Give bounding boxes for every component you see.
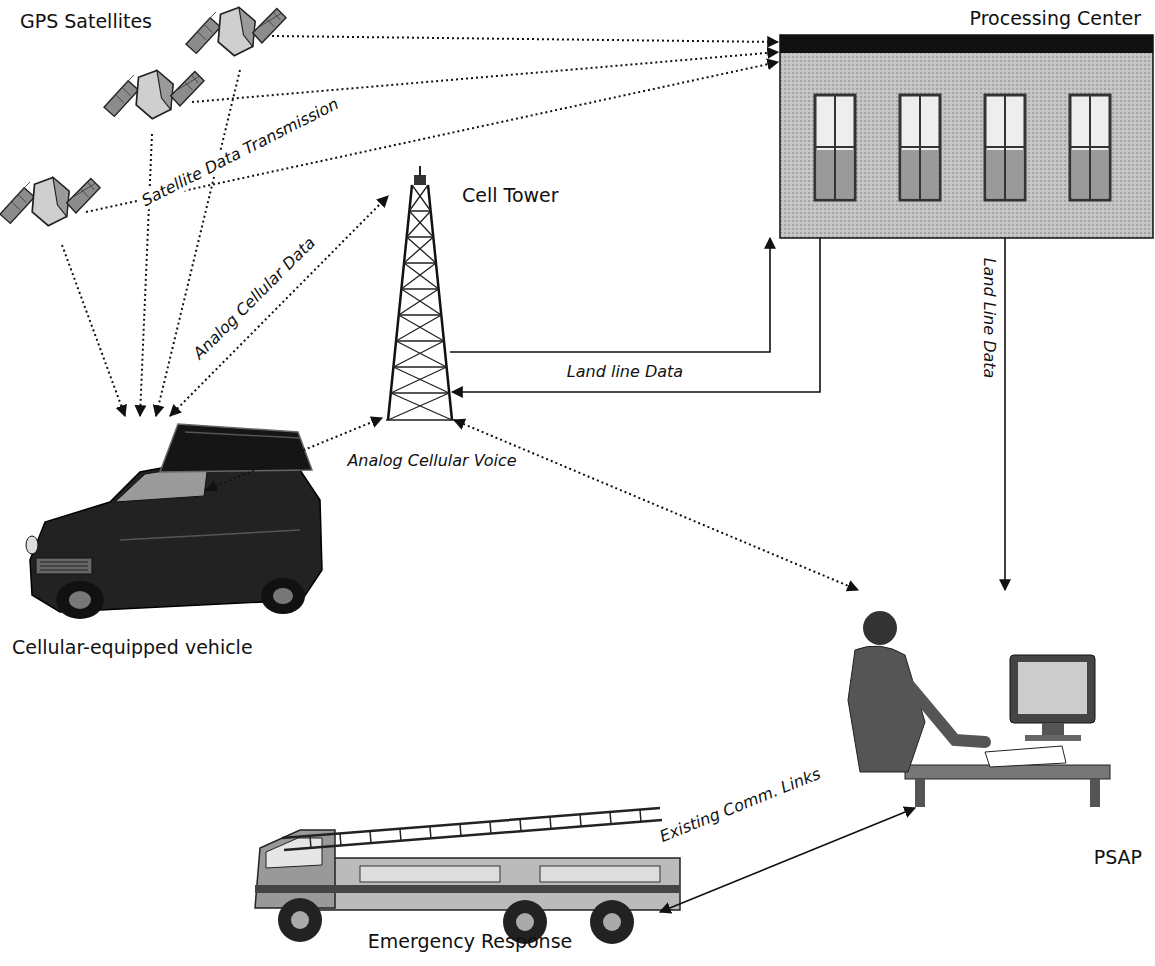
tower-drawing <box>386 166 454 420</box>
dotted-connector <box>62 245 125 416</box>
solid-connector <box>1004 238 1006 590</box>
dotted-connector <box>170 196 388 416</box>
node-label: Processing Center <box>970 7 1141 30</box>
psap-drawing <box>848 611 1110 807</box>
vehicle: Cellular-equipped vehicle <box>10 418 325 668</box>
processing-center: Processing Center <box>780 5 1153 238</box>
edge-label: Land Line Data <box>980 255 999 382</box>
edge-label: Existing Comm. Links <box>654 763 826 847</box>
edge-label: Analog Cellular Voice <box>344 451 519 470</box>
satellite <box>0 177 100 225</box>
edge-label: Analog Cellular Data <box>187 231 321 365</box>
solid-connector <box>450 238 770 352</box>
edge-label-holder: Land line Data <box>564 362 686 381</box>
edge-label-holder: Satellite Data Transmission <box>136 93 345 212</box>
satellite <box>186 7 286 55</box>
edge-label: Satellite Data Transmission <box>136 93 345 212</box>
truck-drawing <box>255 808 680 944</box>
dotted-connector <box>156 70 240 416</box>
satellite-group: GPS Satellites <box>5 0 275 250</box>
psap-station: PSAP <box>800 590 1150 882</box>
edge-label: Land line Data <box>564 362 686 381</box>
edge-label-holder: Analog Cellular Data <box>187 231 321 365</box>
dotted-connector <box>272 36 778 42</box>
dotted-connector <box>192 52 778 102</box>
cell-tower: Cell Tower <box>380 178 563 422</box>
car-drawing <box>26 424 322 619</box>
edge-label-holder: Analog Cellular Voice <box>344 451 519 470</box>
dotted-connector <box>140 134 152 416</box>
dotted-connector <box>86 62 778 212</box>
fire-truck: Emergency Response <box>250 800 690 962</box>
edge-label-holder: Land Line Data <box>980 255 999 382</box>
dotted-connector <box>454 420 858 590</box>
edge-label-holder: Existing Comm. Links <box>654 763 826 847</box>
node-label: GPS Satellites <box>20 10 152 33</box>
satellite <box>104 70 204 118</box>
solid-connector <box>452 238 820 392</box>
node-label: PSAP <box>1094 846 1142 869</box>
node-label: Cellular-equipped vehicle <box>12 636 253 659</box>
node-label: Cell Tower <box>462 184 559 207</box>
node-label: Emergency Response <box>368 930 572 953</box>
building-drawing <box>780 35 1153 238</box>
